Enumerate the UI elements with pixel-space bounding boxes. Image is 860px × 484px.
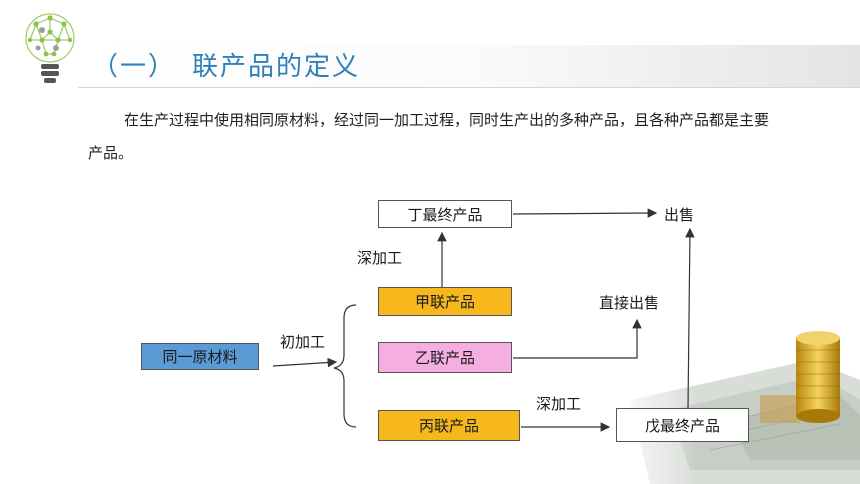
page-title: 联产品的定义 — [192, 52, 361, 82]
final-product-wu-label: 戊最终产品 — [644, 416, 720, 435]
lightbulb-network-icon — [25, 13, 75, 83]
sell-directly-label: 直接出售 — [599, 294, 660, 312]
title-bar — [78, 45, 860, 87]
raw-material-label: 同一原材料 — [162, 348, 238, 366]
deep-processing-top-label: 深加工 — [357, 249, 403, 267]
arrow-yi-to-direct-sale — [513, 318, 642, 359]
final-product-ding-box: 丁最终产品 — [378, 200, 512, 228]
joint-product-jia-label: 甲联产品 — [414, 293, 475, 311]
title-divider — [78, 87, 860, 88]
initial-processing-label: 初加工 — [280, 333, 326, 351]
joint-product-jia-box: 甲联产品 — [378, 287, 512, 316]
definition-paragraph: 在生产过程中使用相同原材料，经过同一加工过程，同时生产出的多种产品，且各种产品都… — [88, 111, 770, 162]
deep-processing-bottom-label: 深加工 — [536, 395, 582, 413]
section-number: （一） — [92, 52, 177, 82]
arrow-wu-to-sell — [685, 227, 695, 409]
joint-product-bing-label: 丙联产品 — [418, 417, 479, 435]
arrow-ding-to-sell — [512, 208, 658, 218]
final-product-wu-box: 戊最终产品 — [616, 408, 749, 442]
joint-product-yi-box: 乙联产品 — [378, 342, 512, 373]
joint-product-bing-box: 丙联产品 — [378, 410, 520, 441]
sell-label: 出售 — [664, 206, 695, 224]
arrow-to-brace — [272, 357, 338, 368]
final-product-ding-label: 丁最终产品 — [407, 205, 483, 224]
money-coins-image — [610, 320, 860, 484]
grouping-brace — [333, 304, 357, 428]
raw-material-box: 同一原材料 — [141, 343, 259, 370]
joint-product-yi-label: 乙联产品 — [414, 349, 475, 367]
